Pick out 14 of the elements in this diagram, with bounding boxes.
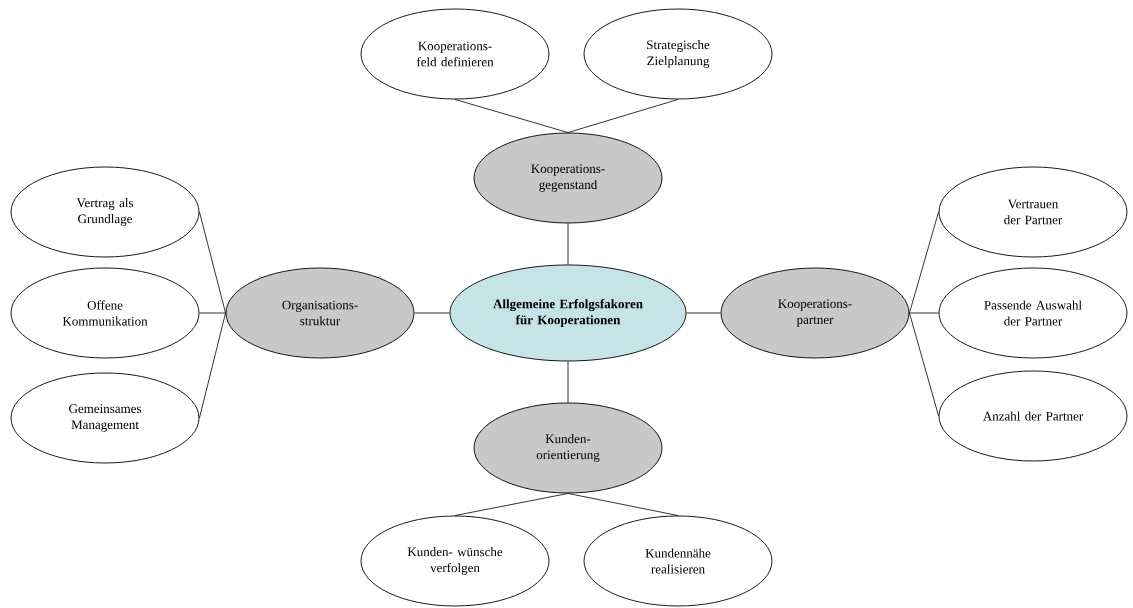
connector-line	[567, 99, 679, 133]
connector-line	[686, 312, 721, 314]
connector-line	[909, 312, 939, 314]
connector-line	[199, 211, 226, 314]
connector-line	[567, 223, 569, 265]
connector-line	[567, 493, 679, 516]
connector-line	[454, 493, 569, 516]
connector-line	[909, 312, 939, 417]
connector-line	[199, 312, 226, 314]
connector-line	[454, 99, 569, 133]
connector-line	[909, 211, 939, 314]
connector-line	[567, 361, 569, 403]
connector-line	[414, 312, 450, 314]
connector-line	[199, 312, 226, 419]
